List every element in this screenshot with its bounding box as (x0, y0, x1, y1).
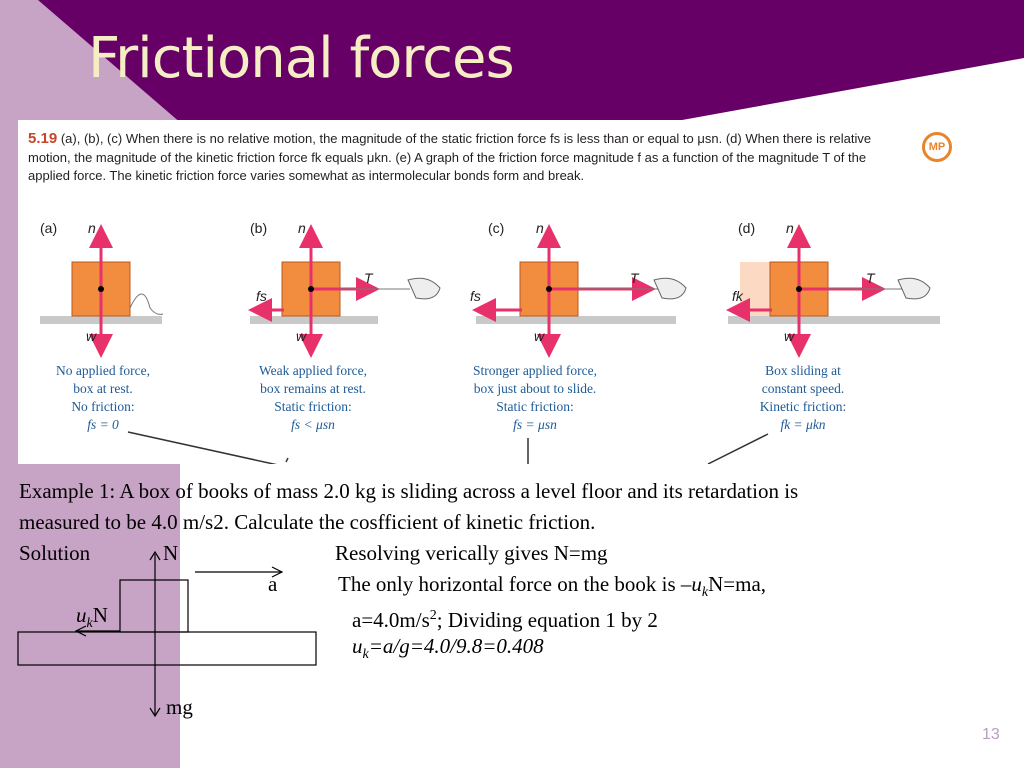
book-box (119, 579, 189, 633)
weight-label: w (296, 328, 307, 344)
figure-caption: 5.19 (a), (b), (c) When there is no rela… (28, 130, 908, 186)
normal-arrowhead (149, 550, 161, 561)
panel-c-caption: Stronger applied force, box just about t… (450, 362, 620, 434)
solution-label: Solution (19, 541, 91, 565)
weight-label: w (86, 328, 97, 344)
mu-symbol: u (352, 634, 363, 658)
caption-line: No friction: (71, 399, 135, 414)
caption-line: Weak applied force, (259, 363, 367, 378)
figure-number: 5.19 (28, 130, 58, 147)
panel-c-label: (c) (488, 220, 505, 236)
panel-b-label: (b) (250, 220, 268, 236)
center-dot (796, 286, 802, 292)
example-line-2: measured to be 4.0 m/s2. Calculate the c… (19, 510, 596, 534)
ground (250, 316, 378, 324)
center-dot (308, 286, 314, 292)
header-band (0, 0, 1024, 124)
caption-line: fk = μkn (780, 417, 826, 432)
motion-blur (740, 262, 772, 316)
textbook-figure: 5.19 (a), (b), (c) When there is no rela… (18, 120, 1024, 464)
weight-arrowhead (149, 707, 161, 718)
rope (129, 293, 164, 315)
step-text: ; Dividing equation 1 by 2 (436, 608, 658, 632)
acceleration-arrowhead (271, 566, 284, 578)
mu-symbol: u (691, 572, 702, 596)
panel-b-caption: Weak applied force, box remains at rest.… (228, 362, 398, 434)
step-text: =a/g=4.0/9.8=0.408 (368, 634, 544, 658)
solution-step-4: uk=a/g=4.0/9.8=0.408 (352, 631, 544, 670)
caption-line: fs < μsn (291, 417, 335, 432)
pointer-line (285, 457, 289, 463)
caption-line: Stronger applied force, (472, 363, 598, 378)
friction-panels (40, 224, 940, 464)
normal-force-label: n (786, 220, 794, 236)
panel-d (707, 224, 940, 464)
caption-line: fs = μsn (513, 417, 557, 432)
panel-a (40, 224, 277, 464)
normal-force-label: n (88, 220, 96, 236)
caption-line: box remains at rest. (260, 381, 366, 396)
slide-title: Frictional forces (88, 26, 515, 91)
center-dot (546, 286, 552, 292)
example-line-1: Example 1: A box of books of mass 2.0 kg… (19, 479, 799, 503)
ground (476, 316, 676, 324)
panel-d-caption: Box sliding at constant speed. Kinetic f… (718, 362, 888, 434)
center-dot (98, 286, 104, 292)
panel-c (472, 224, 687, 464)
floor (17, 631, 317, 666)
weight-label: w (534, 328, 545, 344)
solution-step-1: Resolving verically gives N=mg (335, 541, 608, 565)
header-diagonal-accent (0, 0, 182, 124)
step-text: The only horizontal force on the book is… (338, 572, 692, 596)
applied-force-label: T (630, 270, 639, 286)
panel-d-label: (d) (738, 220, 756, 236)
friction-label: fs (256, 288, 267, 304)
applied-force-label: T (866, 270, 875, 286)
normal-symbol: N (92, 603, 108, 627)
friction-label: fk (732, 288, 743, 304)
solution-step-2: The only horizontal force on the book is… (338, 569, 766, 608)
hand-icon (407, 277, 441, 300)
caption-line: constant speed. (761, 381, 845, 396)
hand-icon (653, 277, 687, 300)
friction-label: fs (470, 288, 481, 304)
pointer-line (707, 433, 769, 464)
panel-b (248, 224, 441, 463)
caption-line: Static friction: (496, 399, 574, 414)
panel-a-label: (a) (40, 220, 58, 236)
normal-force-label: n (536, 220, 544, 236)
figure-caption-text: (a), (b), (c) When there is no relative … (28, 131, 872, 183)
mastering-physics-icon: MP (922, 132, 952, 162)
friction-force-label: ukN (76, 600, 108, 639)
caption-line: fs = 0 (87, 417, 119, 432)
slide-number: 13 (982, 726, 1000, 743)
step-text: N=ma, (708, 572, 767, 596)
step-text: a=4.0m/s (352, 608, 430, 632)
friction-arrowhead (74, 625, 87, 637)
weight-label: w (784, 328, 795, 344)
caption-line: box at rest. (73, 381, 133, 396)
solution-step-3: a=4.0m/s2; Dividing equation 1 by 2 (352, 600, 658, 636)
panel-a-caption: No applied force, box at rest. No fricti… (18, 362, 188, 434)
weight-mg-label: mg (166, 695, 193, 719)
normal-label: N (163, 541, 179, 565)
caption-line: No applied force, (55, 363, 151, 378)
mu-subscript: k (86, 616, 93, 632)
exponent: 2 (429, 608, 437, 623)
mu-subscript: k (701, 585, 709, 601)
caption-line: box just about to slide. (473, 381, 597, 396)
free-body-sketch (17, 550, 317, 718)
hand-icon (897, 277, 931, 300)
mu-symbol: u (76, 603, 87, 627)
caption-line: Static friction: (274, 399, 352, 414)
caption-line: Box sliding at (765, 363, 841, 378)
acceleration-label: a (268, 572, 278, 596)
mu-subscript: k (362, 647, 369, 663)
pointer-line (127, 431, 277, 464)
caption-line: Kinetic friction: (759, 399, 847, 414)
normal-force-label: n (298, 220, 306, 236)
applied-force-label: T (364, 270, 373, 286)
ground (728, 316, 940, 324)
